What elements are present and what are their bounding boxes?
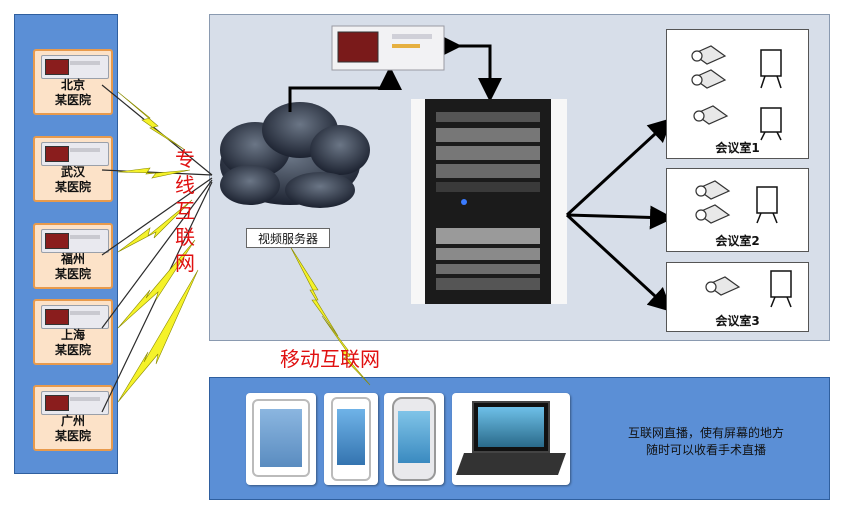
hospital-label: 广州某医院 (54, 414, 91, 443)
server-rack-icon (411, 99, 567, 304)
meeting-room-3: 会议室3 (666, 262, 809, 332)
projector-screen-icon (705, 270, 792, 308)
dedicated-network-label: 专 线 互 联 网 (175, 147, 195, 275)
tablet-device-icon (246, 393, 316, 485)
slogan-line-2: 随时可以收看手术直播 (645, 443, 766, 457)
meeting-room-1: 会议室1 (666, 29, 809, 159)
encoder-to-rack-arrow (438, 34, 502, 102)
rack-to-rooms-arrows (565, 117, 674, 313)
hospital-label: 武汉某医院 (54, 165, 91, 194)
laptop-device-icon (452, 393, 570, 485)
recorder-device-icon (41, 142, 109, 166)
slogan-line-1: 互联网直播，使有屏幕的地方 (627, 426, 784, 440)
smartphone-device-icon (384, 393, 444, 485)
phone-device-icon (324, 393, 378, 485)
live-stream-slogan: 互联网直播，使有屏幕的地方 随时可以收看手术直播 (600, 425, 812, 459)
cloud-icon (220, 102, 370, 208)
recorder-device-icon (41, 229, 109, 253)
mobile-internet-label: 移动互联网 (280, 347, 380, 371)
encoder-device-icon (331, 25, 445, 71)
cloud-to-encoder-arrow (288, 66, 402, 112)
room-label: 会议室1 (715, 141, 760, 155)
hospital-label: 北京某医院 (54, 78, 91, 107)
hospital-label: 福州某医院 (54, 252, 91, 281)
hospital-card-shanghai: 上海某医院 (33, 299, 113, 365)
recorder-device-icon (41, 55, 109, 79)
hospital-card-wuhan: 武汉某医院 (33, 136, 113, 202)
lightning-bolts (117, 91, 371, 403)
hospital-card-beijing: 北京某医院 (33, 49, 113, 115)
room-label: 会议室3 (715, 314, 760, 328)
recorder-device-icon (41, 305, 109, 329)
projector-screen-icon (695, 180, 778, 224)
room-label: 会议室2 (715, 234, 760, 248)
hospitals-panel: 北京某医院 武汉某医院 福州某医院 上海某医院 广州某医院 (14, 14, 118, 474)
video-server-label: 视频服务器 (246, 228, 330, 248)
hospital-card-guangzhou: 广州某医院 (33, 385, 113, 451)
meeting-room-2: 会议室2 (666, 168, 809, 252)
hospital-label: 上海某医院 (54, 328, 91, 357)
hospital-card-fuzhou: 福州某医院 (33, 223, 113, 289)
recorder-device-icon (41, 391, 109, 415)
projector-screen-icon (691, 45, 782, 141)
